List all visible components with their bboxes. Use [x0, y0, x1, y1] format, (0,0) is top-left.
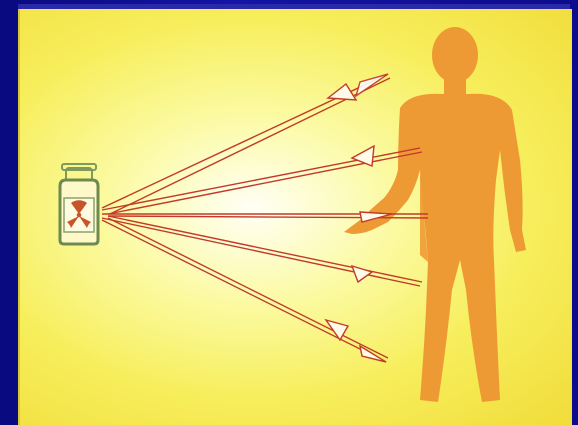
- ray-5: [102, 218, 388, 362]
- ray-1: [102, 74, 390, 214]
- ray-2: [102, 146, 422, 214]
- radiation-rays: [102, 74, 428, 362]
- radioactive-bottle-icon: [60, 164, 98, 244]
